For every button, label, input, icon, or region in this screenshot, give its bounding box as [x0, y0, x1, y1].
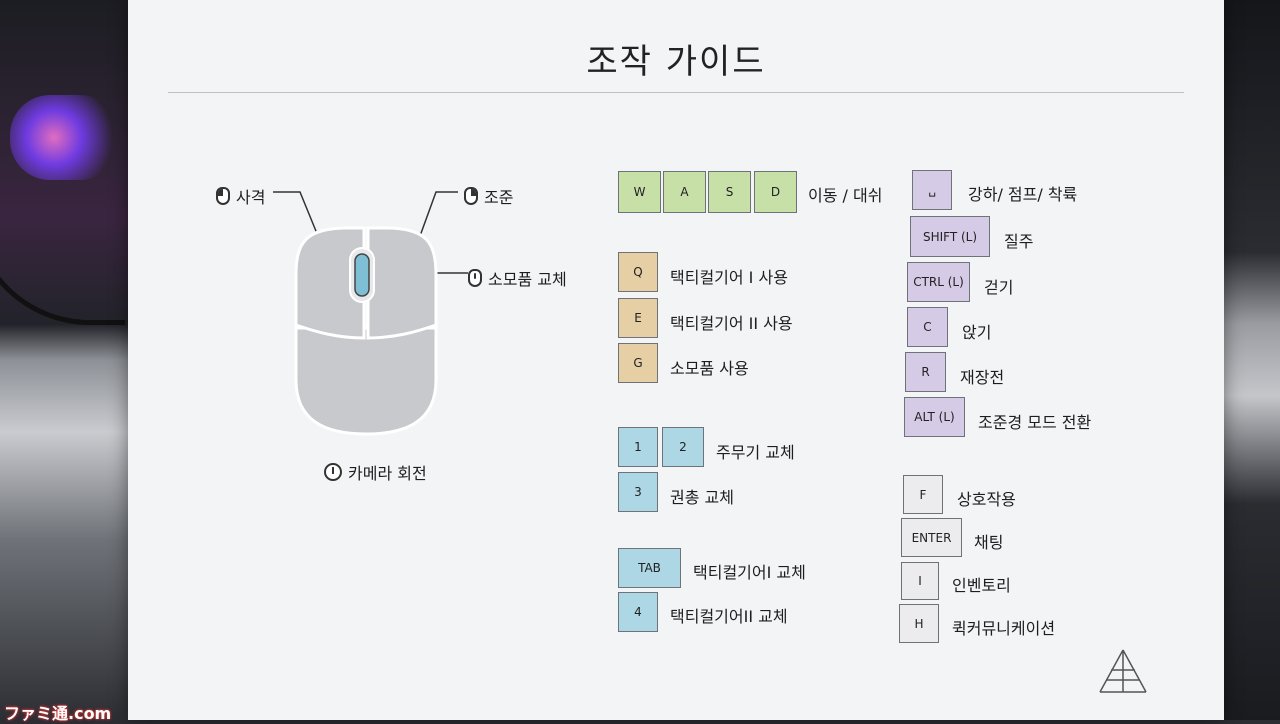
key-space: ␣ [912, 170, 952, 210]
key-s: S [708, 171, 751, 213]
i-label: 인벤토리 [952, 576, 1011, 595]
c-label: 앉기 [962, 323, 992, 342]
key-d: D [754, 171, 797, 213]
key-tab: TAB [618, 548, 681, 588]
mouse-right-click-icon [464, 187, 478, 205]
mouse-left-click-icon [216, 187, 230, 205]
mouse-wheel [354, 253, 370, 297]
key-enter: ENTER [901, 518, 962, 557]
g-label: 소모품 사용 [670, 359, 749, 378]
mouse-move-icon [324, 463, 342, 481]
key-2: 2 [662, 427, 704, 467]
title-divider [168, 92, 1184, 93]
four-label: 택티컬기어II 교체 [670, 607, 788, 626]
pistol-swap-label: 권총 교체 [670, 488, 734, 507]
e-label: 택티컬기어 II 사용 [670, 314, 793, 333]
key-ctrl: CTRL (L) [907, 262, 970, 302]
key-4: 4 [618, 592, 658, 632]
move-label: 이동 / 대쉬 [808, 186, 883, 205]
left-click-leader [273, 191, 319, 237]
key-shift: SHIFT (L) [910, 216, 990, 257]
brand-logo-icon [1099, 649, 1147, 693]
right-click-label: 조준 [464, 184, 513, 208]
h-label: 퀵커뮤니케이션 [952, 619, 1056, 638]
page-title: 조작 가이드 [586, 42, 766, 82]
r-label: 재장전 [960, 368, 1005, 387]
key-a: A [663, 171, 706, 213]
mouse-move-label: 카메라 회전 [324, 460, 427, 484]
tab-label: 택티컬기어I 교체 [693, 563, 806, 582]
key-alt: ALT (L) [904, 397, 965, 437]
right-click-leader [419, 191, 458, 237]
left-click-label: 사격 [216, 184, 265, 208]
mouse-right-button [366, 226, 438, 340]
key-h: H [899, 604, 939, 643]
background-left [0, 0, 135, 720]
primary-swap-label: 주무기 교체 [716, 443, 795, 462]
space-label: 강하/ 점프/ 착륙 [968, 185, 1078, 204]
shift-label: 질주 [1004, 232, 1034, 251]
key-1: 1 [618, 427, 658, 467]
mouse-body [294, 326, 438, 436]
q-label: 택티컬기어 I 사용 [670, 268, 788, 287]
control-guide-card: 조작 가이드 사격 조준 소모품 교체 카메라 회전 W A S D 이동 / … [128, 0, 1224, 720]
ctrl-label: 걷기 [984, 278, 1014, 297]
watermark: ファミ通.com [4, 704, 112, 723]
cable [0, 60, 125, 325]
wheel-label: 소모품 교체 [468, 266, 567, 290]
key-w: W [618, 171, 661, 213]
key-3: 3 [618, 472, 658, 512]
key-g: G [618, 343, 658, 383]
key-i: I [901, 562, 939, 600]
key-r: R [905, 352, 946, 392]
f-label: 상호작용 [957, 490, 1016, 509]
mouse-wheel-icon [468, 269, 482, 287]
key-c: C [907, 307, 948, 347]
key-f: F [903, 475, 943, 514]
enter-label: 채팅 [974, 533, 1004, 552]
mouse-left-button [294, 226, 366, 340]
alt-label: 조준경 모드 전환 [978, 413, 1092, 432]
mouse-diagram [273, 191, 468, 436]
key-q: Q [618, 252, 658, 292]
key-e: E [618, 298, 658, 338]
